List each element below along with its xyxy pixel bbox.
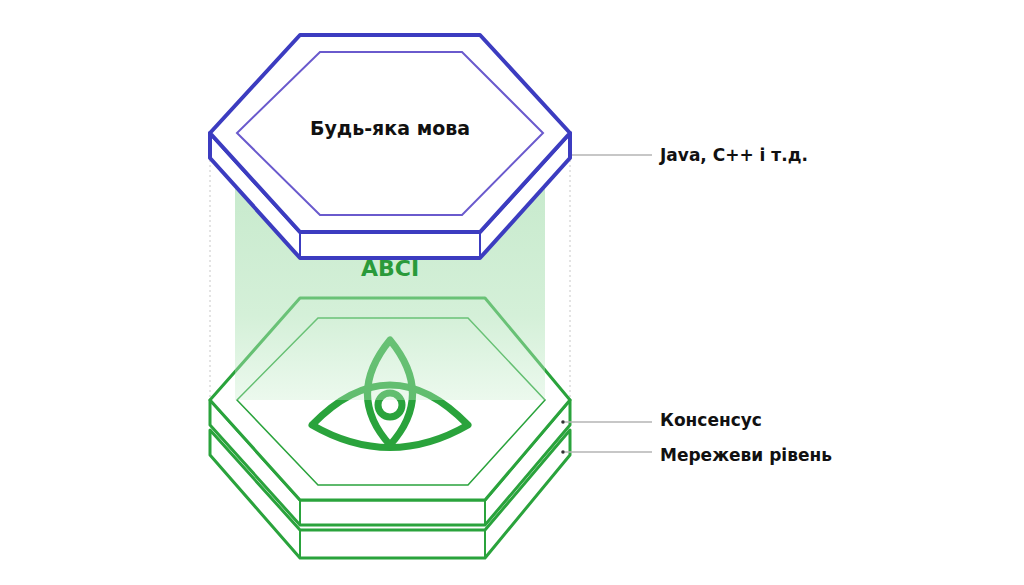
language-callout: Java, C++ і т.д. xyxy=(658,145,810,165)
language-hexagon: Будь-яка мова xyxy=(205,30,575,265)
consensus-callout: Консенсус xyxy=(658,410,764,430)
hexagon-outline xyxy=(205,30,575,265)
layer-title: Будь-яка мова xyxy=(310,117,470,139)
network-callout: Мережеви рівень xyxy=(658,445,834,465)
